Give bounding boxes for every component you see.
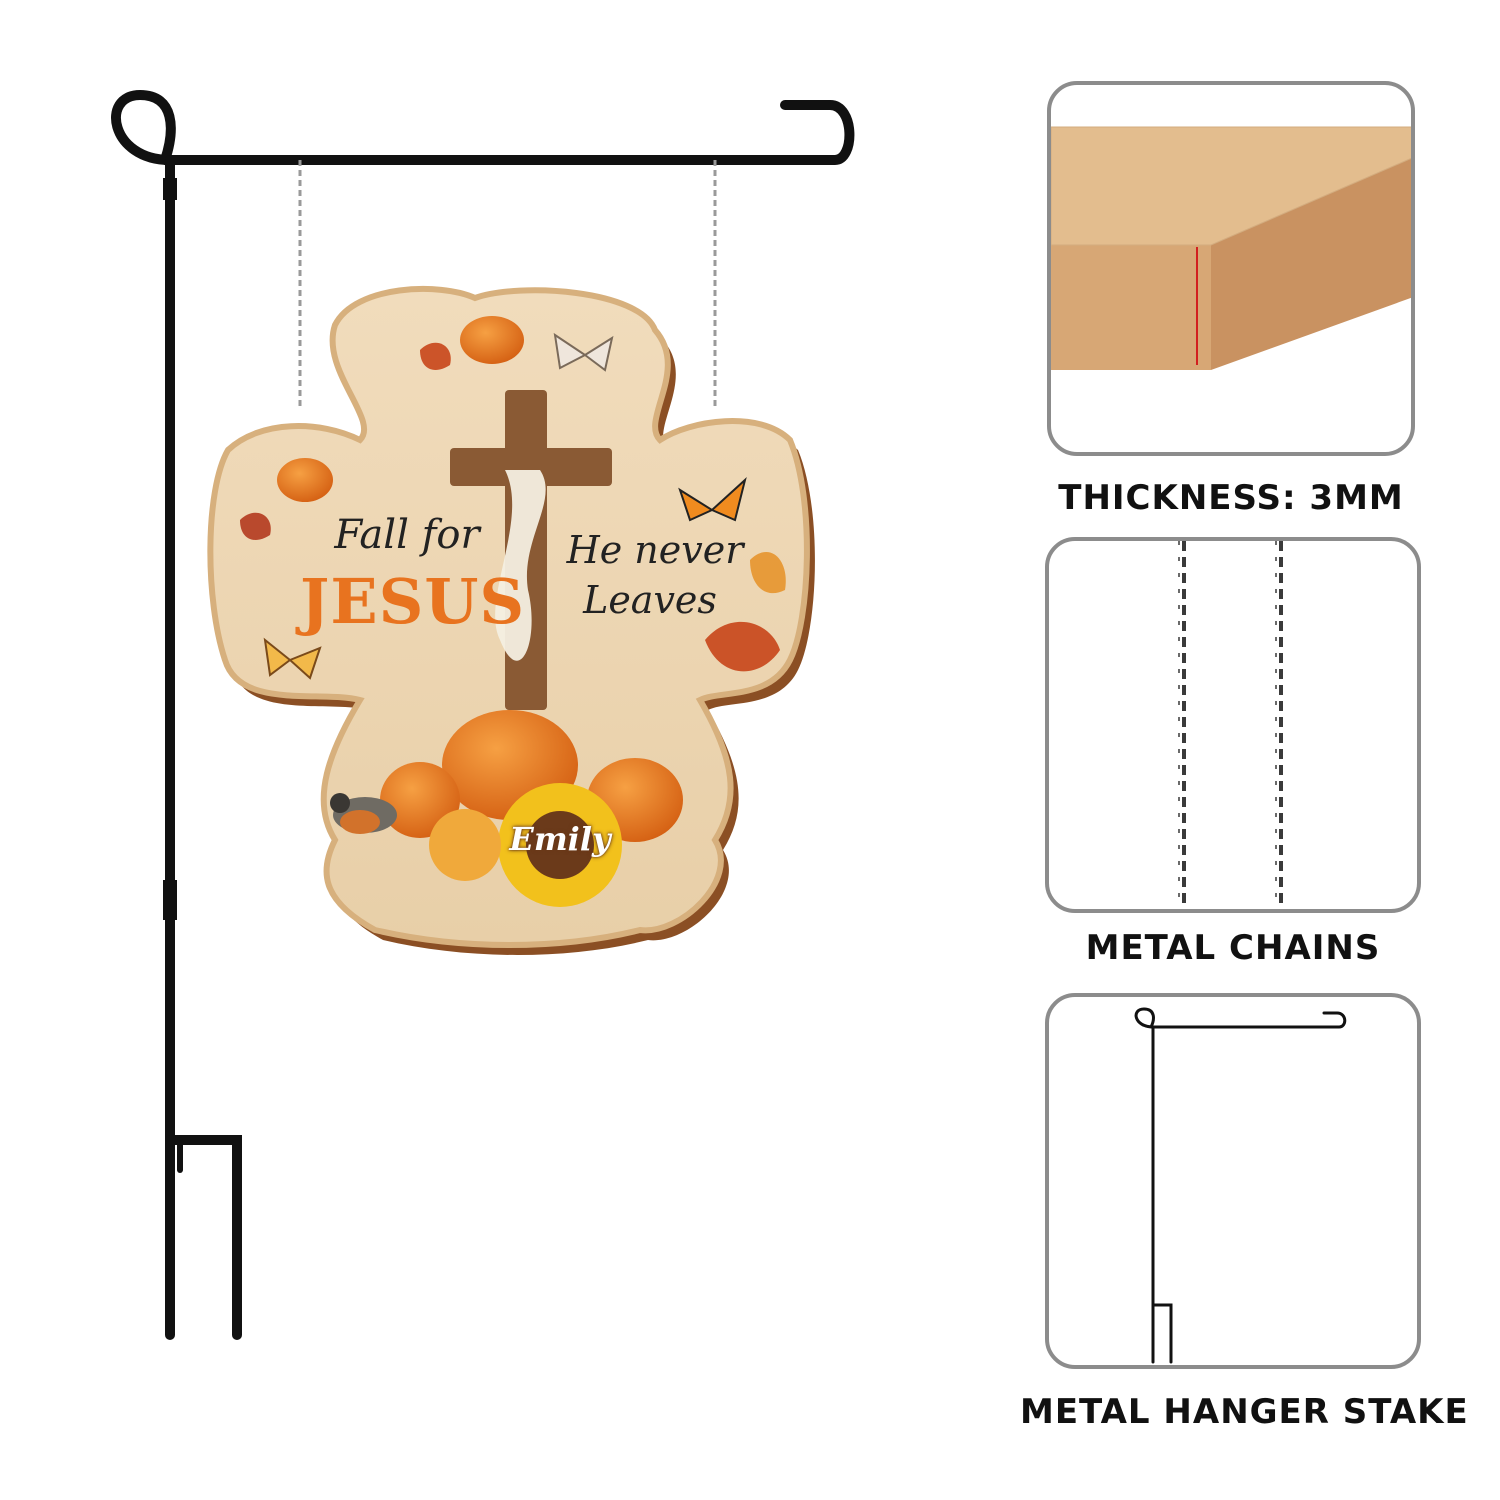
wooden-sign: [207, 285, 815, 955]
decor-leaves: [240, 342, 786, 672]
sign-text-leaves: Leaves: [583, 578, 717, 622]
wood-board-icon: [1051, 126, 1411, 370]
sign-text-he-never: He never: [566, 528, 744, 572]
stake-caption: METAL HANGER STAKE: [1020, 1392, 1469, 1432]
chains-caption: METAL CHAINS: [1085, 928, 1381, 968]
bird-icon: [330, 793, 397, 834]
sign-chains: [298, 160, 717, 410]
garden-stake: [111, 89, 855, 1340]
sunflower-icon: [498, 783, 622, 907]
stake-panel: [1045, 993, 1421, 1369]
thickness-panel: [1047, 81, 1415, 456]
butterfly-icon: [263, 332, 747, 680]
sign-text-name: Emily: [509, 820, 611, 858]
sign-text-jesus: JESUS: [300, 565, 526, 638]
chain-icon: [1178, 541, 1283, 909]
sign-text-fall-for: Fall for: [334, 512, 480, 558]
thickness-caption: THICKNESS: 3MM: [1058, 478, 1404, 518]
pumpkin-icon: [277, 316, 683, 842]
chains-panel: [1045, 537, 1421, 913]
garden-stake-icon: [1134, 1007, 1347, 1364]
